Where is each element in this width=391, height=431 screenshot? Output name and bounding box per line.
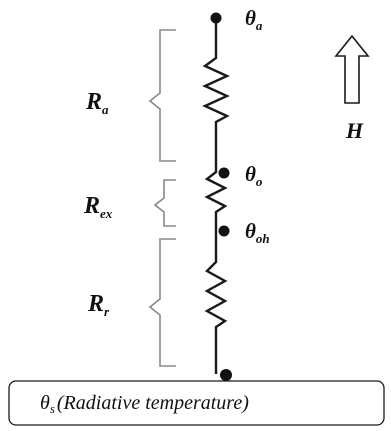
- up-arrow-icon: [334, 34, 370, 104]
- node-theta-o-label: θo: [245, 162, 263, 189]
- resistance-ra-label: Ra: [85, 89, 109, 117]
- node-theta-s-dot: [220, 369, 232, 381]
- node-theta-oh-dot: [218, 225, 230, 237]
- resistance-rex-label: Rex: [83, 193, 113, 221]
- circuit-wire: [202, 18, 230, 374]
- brace-rex: [153, 179, 176, 227]
- radiative-temperature-box: [8, 380, 385, 426]
- brace-ra: [148, 29, 176, 162]
- node-theta-a-label: θa: [245, 6, 263, 33]
- radiative-temperature-label: θs(Radiative temperature): [40, 392, 249, 416]
- node-theta-oh-label: θoh: [245, 219, 270, 246]
- node-theta-a-dot: [210, 12, 222, 24]
- resistance-rr-label: Rr: [87, 291, 110, 319]
- brace-rr: [148, 238, 176, 367]
- flux-label: H: [345, 118, 364, 143]
- node-theta-o-dot: [218, 167, 230, 179]
